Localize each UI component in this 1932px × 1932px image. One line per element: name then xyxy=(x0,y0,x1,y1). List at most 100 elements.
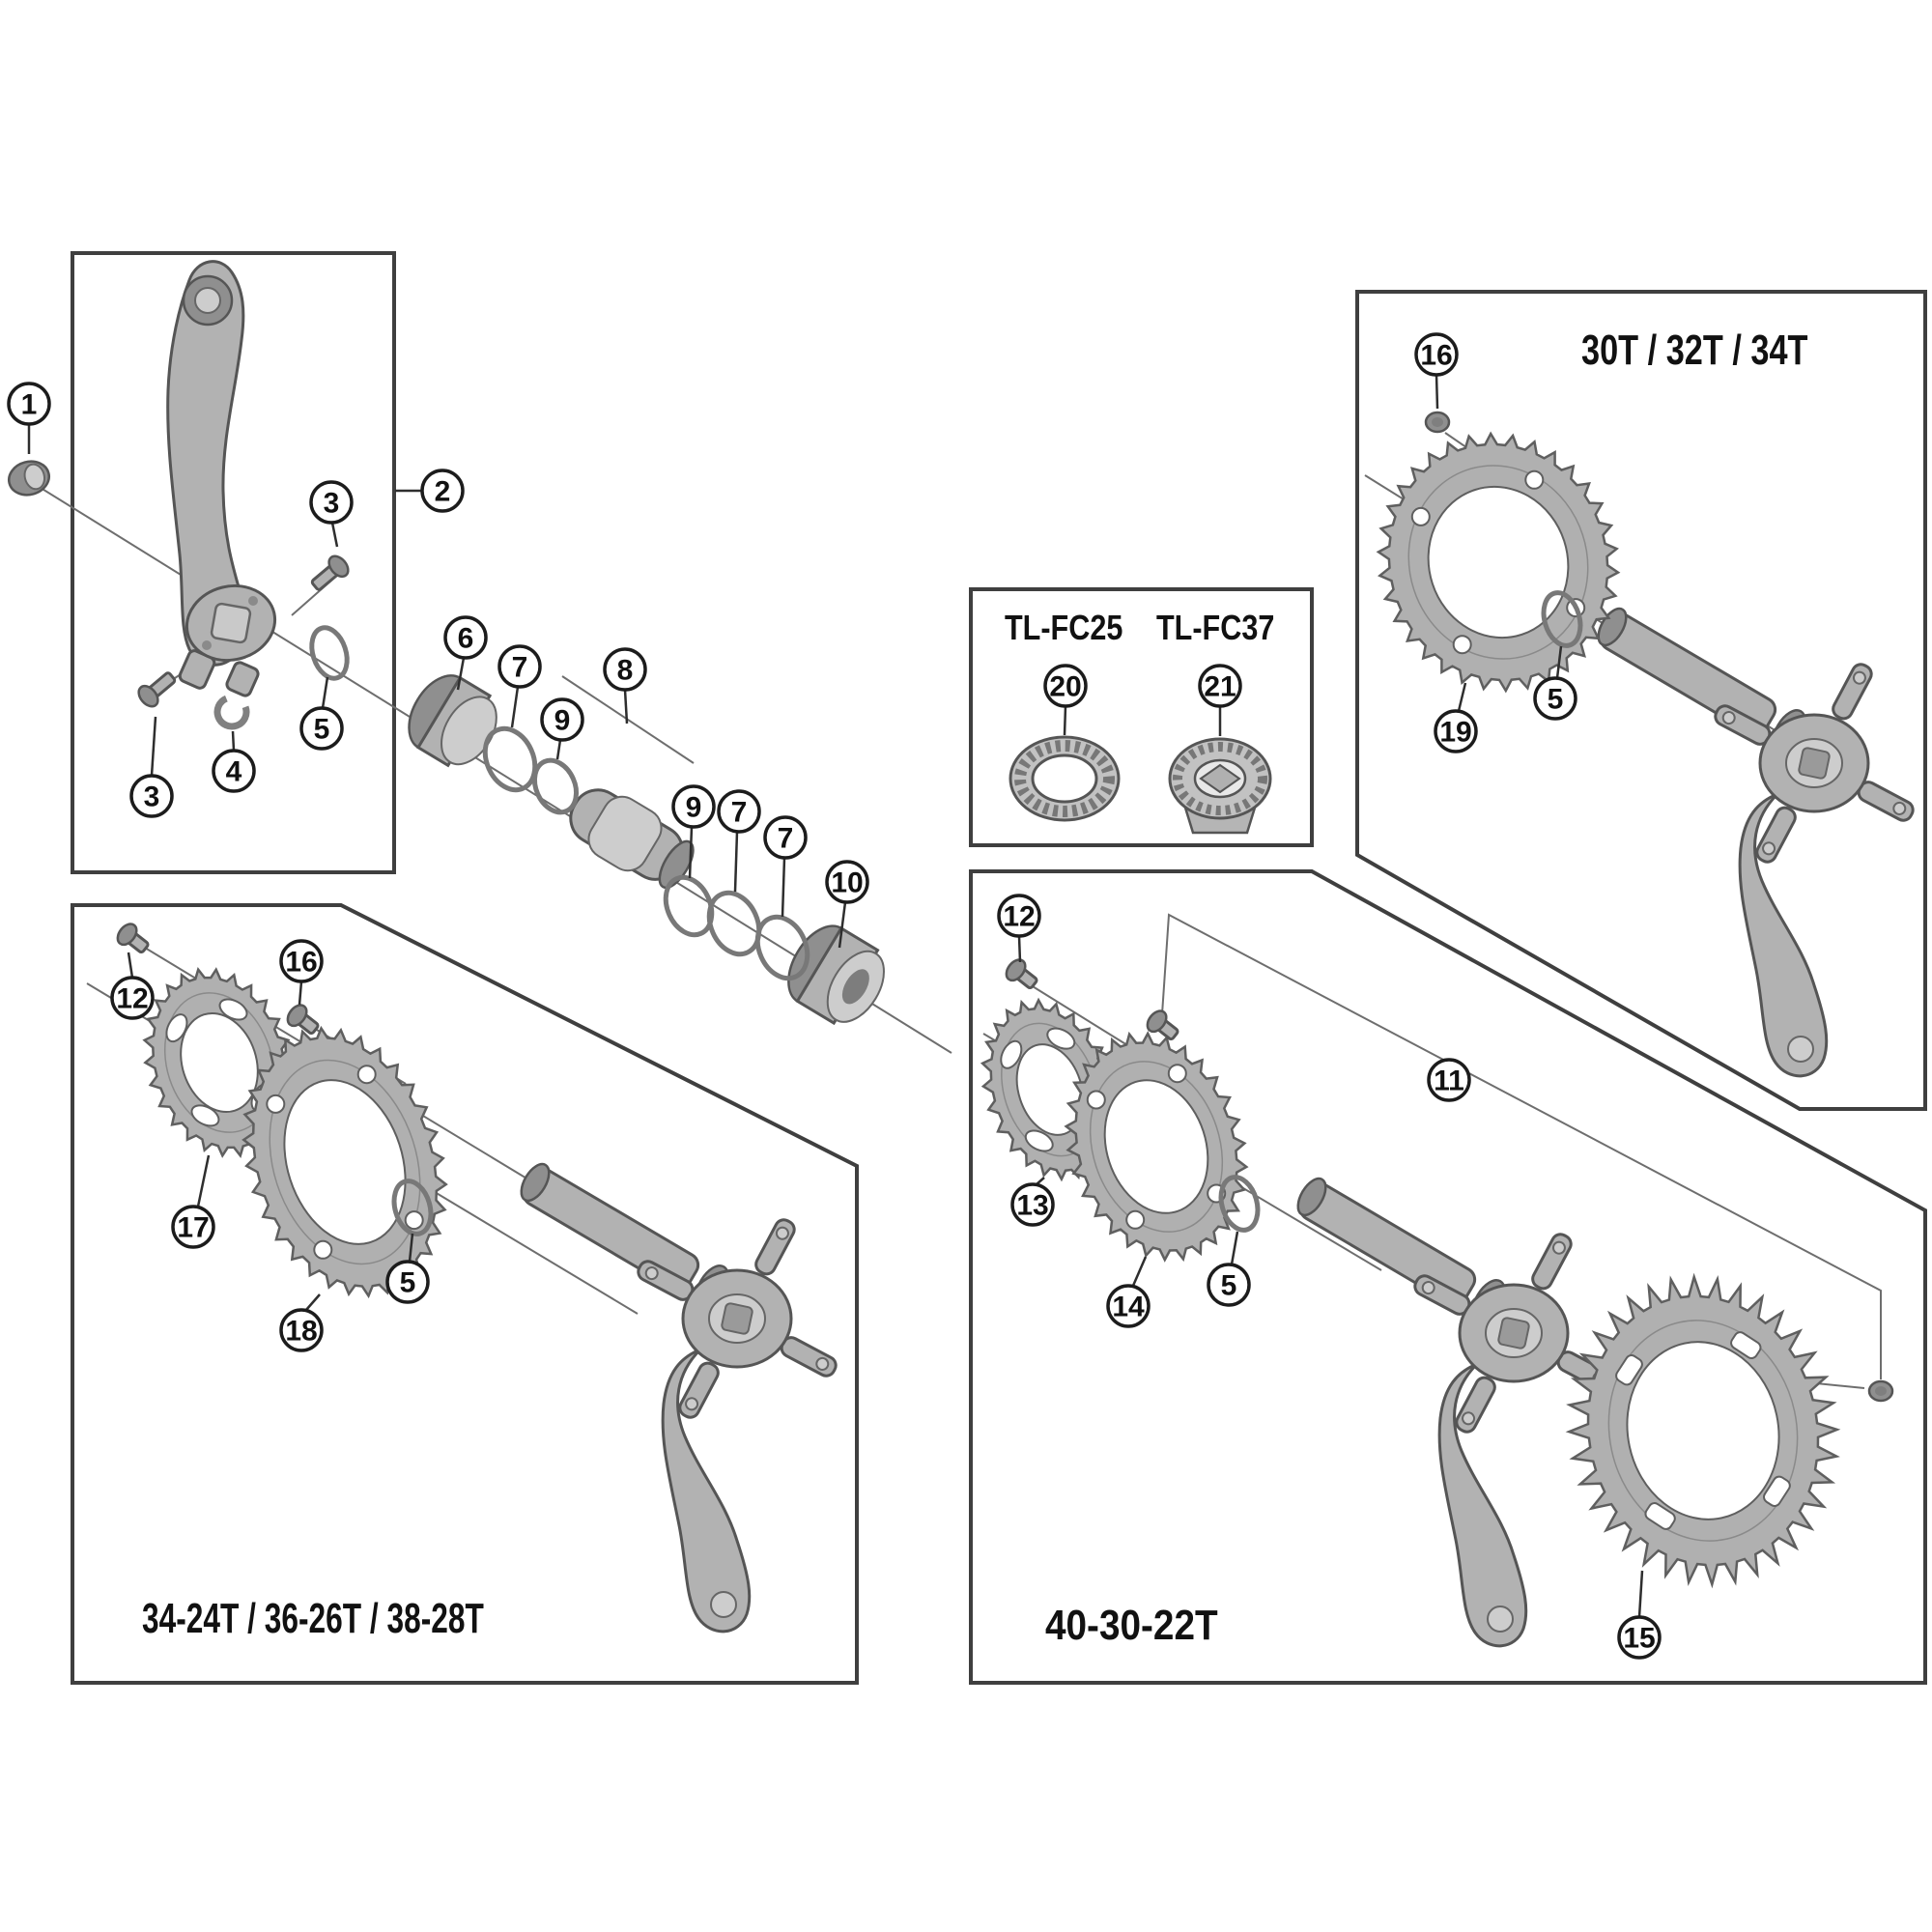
tool-tl-fc37 xyxy=(1168,737,1272,835)
callout-9-leader xyxy=(688,826,694,879)
callout-6-circle xyxy=(443,615,488,660)
callout-2-circle xyxy=(420,469,465,513)
callout-6: 6 xyxy=(443,615,488,691)
callout-18-leader xyxy=(305,1293,321,1311)
crank-arm-right-30-32-34 xyxy=(1591,602,1918,1078)
label-40-30-22: 40-30-22T xyxy=(1045,1601,1218,1649)
panel-crank-arm-box xyxy=(71,251,396,874)
callout-14-circle xyxy=(1106,1284,1151,1328)
callout-4-leader xyxy=(231,730,236,752)
o-ring xyxy=(309,625,350,681)
label-34-36-38: 34-24T / 36-26T / 38-28T xyxy=(142,1595,484,1642)
callout-14-leader xyxy=(1131,1256,1148,1287)
label-tl-fc25: TL-FC25 xyxy=(1005,610,1122,648)
callout-3-circle xyxy=(129,774,174,818)
callout-10: 10 xyxy=(825,860,869,949)
callout-5: 5 xyxy=(1533,645,1577,721)
spindle-square-hole xyxy=(210,602,252,644)
callout-14-number: 14 xyxy=(1112,1292,1145,1323)
callout-13-circle xyxy=(1010,1182,1055,1227)
callout-3-number: 3 xyxy=(144,781,160,813)
chainring-bolt-16 xyxy=(286,1004,320,1036)
sleeve-bulge xyxy=(587,795,663,872)
callout-12-number: 12 xyxy=(116,983,148,1015)
pinch-bolt-head xyxy=(327,554,350,579)
chainring-18-mount-hole xyxy=(404,1210,424,1231)
tool-tl-fc25 xyxy=(1009,735,1121,822)
callout-5: 5 xyxy=(1207,1231,1251,1307)
callout-7: 7 xyxy=(717,789,761,893)
tool-ring-splines xyxy=(1014,740,1115,817)
bb-inner-sleeve xyxy=(569,788,695,890)
pinch-bolt-head xyxy=(137,684,159,708)
callout-11-number: 11 xyxy=(1434,1065,1464,1097)
chainring-fixing-bolt xyxy=(1424,411,1451,434)
chainring-15-cutout xyxy=(1644,1502,1676,1530)
bracket-part-11 xyxy=(1161,913,1882,1379)
chainring-bolt-16 xyxy=(1146,1009,1179,1041)
crank-arm-right-40-30-22 xyxy=(1291,1172,1617,1648)
o-ring xyxy=(663,874,715,938)
callout-21-circle xyxy=(1198,664,1242,708)
callout-12-leader xyxy=(127,952,134,979)
callout-10-leader xyxy=(838,901,847,949)
callout-5-circle xyxy=(1533,676,1577,721)
chainring-bolt-16-head xyxy=(286,1004,308,1028)
callout-16: 16 xyxy=(279,939,324,1006)
chainring-17-cutout xyxy=(190,1104,220,1127)
callout-7-circle xyxy=(763,815,808,860)
callout-15: 15 xyxy=(1617,1570,1662,1660)
callout-17-number: 17 xyxy=(177,1212,209,1244)
callout-9: 9 xyxy=(671,784,716,879)
callout-5-circle xyxy=(299,706,344,751)
chainring-17-cutout xyxy=(165,1013,188,1043)
pedal-eye-hole xyxy=(194,287,221,314)
panel-40-30-22-box xyxy=(969,869,1927,1685)
callout-13-leader xyxy=(1036,1177,1045,1185)
chainring-14 xyxy=(1064,1031,1249,1263)
panel-30-32-34-box xyxy=(1355,290,1927,1111)
callout-5: 5 xyxy=(385,1233,430,1304)
callout-19: 19 xyxy=(1434,682,1478,753)
callout-18-circle xyxy=(279,1308,324,1352)
bottom-right-bolt12-line xyxy=(1027,982,1141,1054)
callout-17: 17 xyxy=(171,1154,215,1249)
boss-detail-hole xyxy=(202,640,212,650)
callout-9-number: 9 xyxy=(686,792,702,824)
callout-4-circle xyxy=(212,749,256,793)
chainring-18-mount-hole xyxy=(313,1239,333,1260)
callout-3-leader xyxy=(150,716,157,777)
callout-9-number: 9 xyxy=(554,705,571,737)
o-ring xyxy=(706,890,762,957)
chainring-18-center-hole xyxy=(283,1079,407,1245)
boss-detail-hole xyxy=(248,596,258,606)
callout-19-circle xyxy=(1434,709,1478,753)
callout-12: 12 xyxy=(997,894,1041,963)
callout-5-leader xyxy=(321,676,329,709)
callout-16-circle xyxy=(1414,332,1459,377)
callout-15-circle xyxy=(1617,1615,1662,1660)
callout-7-leader xyxy=(733,831,739,893)
o-ring xyxy=(1218,1175,1261,1233)
chainring-bolt-12-head xyxy=(116,923,138,947)
pinch-bolt xyxy=(310,554,350,591)
callout-5-number: 5 xyxy=(1548,684,1564,716)
callout-16-leader xyxy=(1435,374,1439,410)
callout-9-circle xyxy=(540,697,584,742)
callout-12-circle xyxy=(110,976,155,1020)
callout-3-number: 3 xyxy=(324,488,340,520)
panel-outline-layer xyxy=(71,251,1927,1685)
stopper-plate-ring xyxy=(213,694,250,730)
callout-13-number: 13 xyxy=(1016,1190,1048,1222)
crank-arm-left xyxy=(166,260,277,697)
callout-7: 7 xyxy=(497,644,542,728)
tool-socket-splines xyxy=(1173,742,1267,815)
chainring-18 xyxy=(242,1025,448,1299)
callout-10-number: 10 xyxy=(831,867,863,899)
bb-cup-left xyxy=(408,674,497,768)
chainring-17-bolt-circle xyxy=(163,992,275,1133)
callout-11-circle xyxy=(1427,1058,1471,1102)
callout-10-circle xyxy=(825,860,869,904)
